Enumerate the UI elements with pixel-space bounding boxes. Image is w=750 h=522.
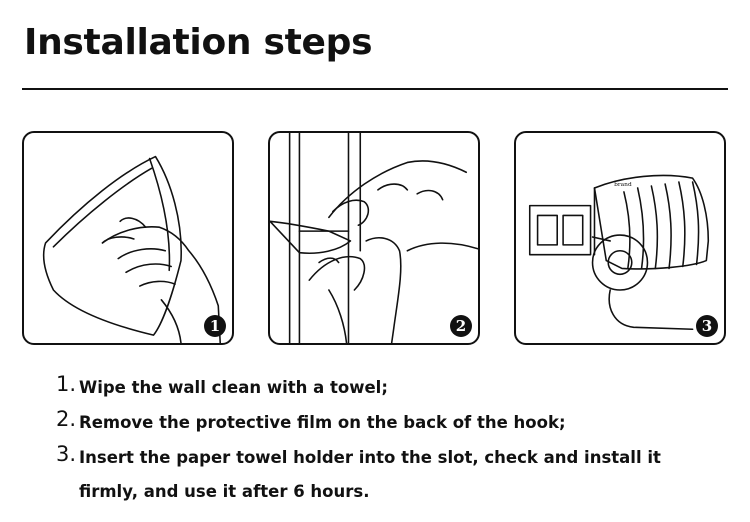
step-badge: 2 <box>450 315 472 337</box>
step-number: 2. <box>56 407 77 431</box>
step-badge: 1 <box>204 315 226 337</box>
svg-text:brand: brand <box>614 182 632 188</box>
wipe-towel-illustration <box>42 155 222 343</box>
step-number: 1. <box>56 372 77 396</box>
step-text: Wipe the wall clean with a towel; <box>79 378 388 397</box>
step-1-illustration: 1 <box>22 131 234 345</box>
step-text: Insert the paper towel holder into the s… <box>79 448 661 467</box>
step-text: Remove the protective film on the back o… <box>79 413 566 432</box>
peel-film-illustration <box>270 133 478 343</box>
towel-holder-illustration: brand <box>528 174 710 331</box>
page-title: Installation steps <box>24 22 373 63</box>
title-divider <box>22 88 728 90</box>
step-2-illustration: 2 <box>268 131 480 345</box>
step-badge: 3 <box>696 315 718 337</box>
step-text-continued: firmly, and use it after 6 hours. <box>79 482 370 501</box>
step-3-illustration: brand 3 <box>514 131 726 345</box>
step-number: 3. <box>56 442 77 466</box>
